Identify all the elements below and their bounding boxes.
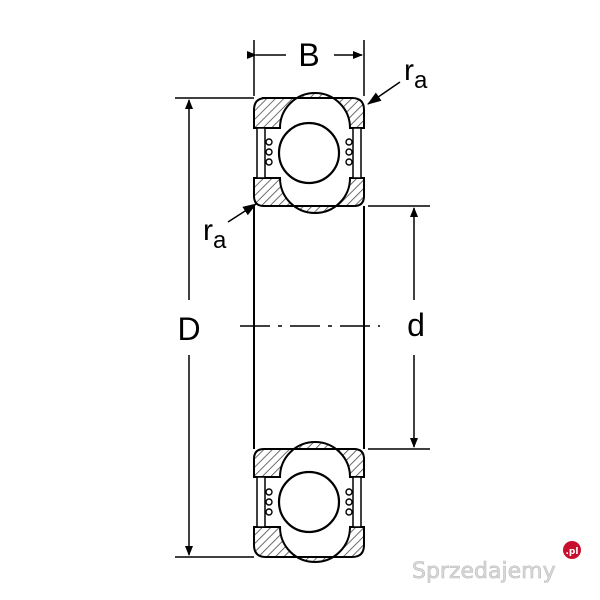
top-ball bbox=[277, 121, 341, 185]
dimension-D: D bbox=[175, 97, 254, 558]
top-inner-ring bbox=[253, 177, 365, 214]
bottom-shield-left bbox=[256, 476, 266, 528]
radius-label-top: ra bbox=[367, 54, 428, 105]
label-d: d bbox=[407, 307, 425, 343]
top-shield-right bbox=[352, 127, 362, 179]
bottom-shield-right bbox=[352, 476, 362, 528]
watermark: Sprzedajemy .pl bbox=[412, 541, 581, 584]
ra-bottom-sub: a bbox=[213, 227, 227, 254]
bottom-ring-section bbox=[253, 441, 365, 563]
label-B: B bbox=[298, 37, 319, 73]
dimension-d: d bbox=[368, 205, 430, 450]
bore bbox=[240, 206, 380, 449]
bottom-inner-ring bbox=[253, 441, 365, 478]
bottom-cage-marks bbox=[265, 488, 353, 516]
ra-top-sub: a bbox=[414, 67, 428, 94]
svg-text:ra: ra bbox=[404, 54, 428, 94]
top-ring-section bbox=[253, 92, 365, 214]
label-D: D bbox=[177, 311, 200, 347]
top-shield-left bbox=[256, 127, 266, 179]
ra-top-main: r bbox=[404, 54, 414, 87]
dimension-B: B bbox=[247, 37, 365, 96]
radius-label-bottom: ra bbox=[203, 203, 257, 254]
top-outer-ring bbox=[253, 92, 365, 129]
top-cage-marks bbox=[265, 138, 353, 166]
bottom-outer-ring bbox=[253, 526, 365, 563]
watermark-suffix: .pl bbox=[566, 547, 579, 557]
watermark-text: Sprzedajemy bbox=[412, 559, 556, 584]
ra-bottom-main: r bbox=[203, 214, 213, 247]
watermark-badge bbox=[563, 541, 581, 559]
bottom-ball bbox=[277, 470, 341, 534]
svg-text:ra: ra bbox=[203, 214, 227, 254]
